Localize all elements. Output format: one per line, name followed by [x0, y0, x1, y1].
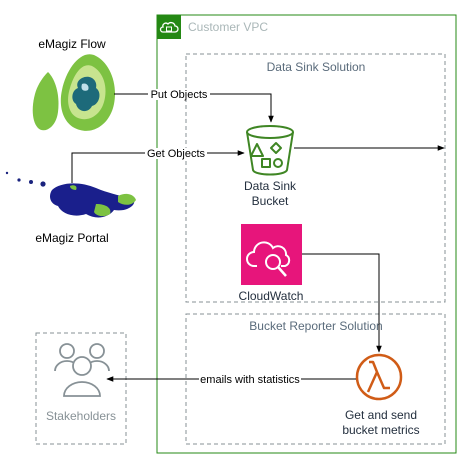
bucket-label-line2: Bucket	[252, 194, 289, 208]
lambda-label-line2: bucket metrics	[342, 423, 419, 437]
emagiz-flow-logo	[32, 54, 116, 131]
edge-emails: emails with statistics	[106, 373, 356, 386]
edge-cloudwatch-lambda	[302, 253, 382, 353]
bucket-label-line1: Data Sink	[244, 179, 297, 193]
emails-label: emails with statistics	[200, 374, 300, 386]
bucket-reporter-group: Bucket Reporter Solution	[185, 313, 446, 445]
data-sink-border	[185, 53, 446, 303]
data-sink-solution-group: Data Sink Solution	[185, 53, 446, 303]
emagiz-portal-label: eMagiz Portal	[35, 231, 108, 245]
edge-put-objects: Put Objects	[114, 89, 274, 123]
stakeholders-group: Stakeholders	[35, 332, 127, 445]
cloudwatch-label: CloudWatch	[239, 289, 304, 303]
s3-bucket-icon	[246, 125, 294, 176]
users-icon	[54, 343, 110, 397]
customer-vpc-group: Customer VPC	[156, 14, 457, 454]
stakeholders-border	[35, 332, 127, 445]
cloudwatch-icon	[241, 224, 302, 285]
lambda-label-line1: Get and send	[345, 408, 417, 422]
emagiz-portal-logo	[5, 171, 136, 218]
get-objects-label: Get Objects	[147, 148, 206, 160]
stakeholders-label: Stakeholders	[46, 409, 116, 423]
data-sink-label: Data Sink Solution	[267, 60, 366, 74]
edge-get-objects: Get Objects	[71, 148, 245, 183]
emagiz-flow-label: eMagiz Flow	[38, 37, 106, 51]
vpc-label: Customer VPC	[188, 20, 268, 34]
vpc-border	[156, 14, 457, 454]
put-objects-label: Put Objects	[151, 89, 208, 101]
lambda-icon	[355, 353, 403, 401]
bucket-reporter-border	[185, 313, 446, 445]
vpc-cloud-icon	[157, 15, 181, 39]
bucket-reporter-label: Bucket Reporter Solution	[249, 319, 382, 333]
